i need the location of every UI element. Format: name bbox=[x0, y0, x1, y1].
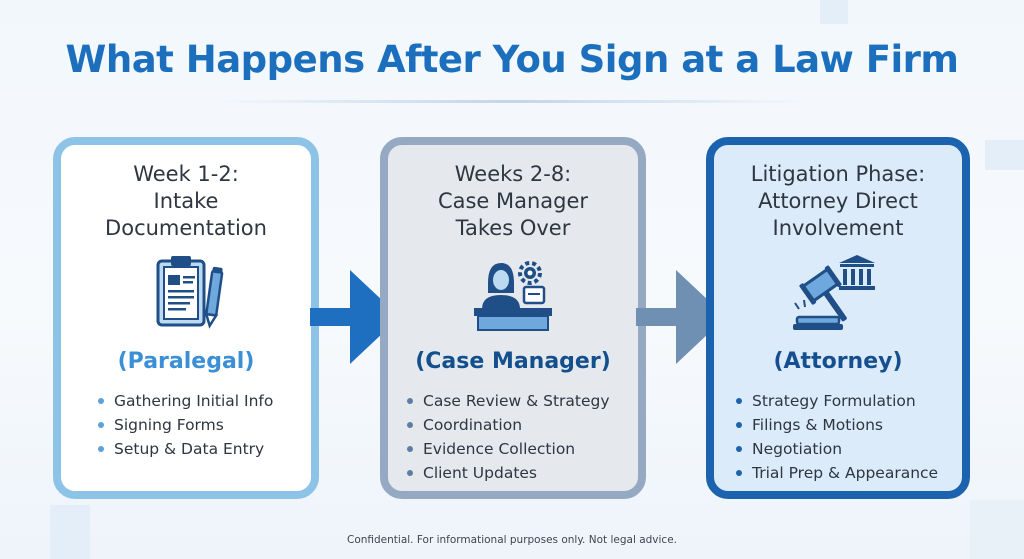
list-item-text: Gathering Initial Info bbox=[114, 392, 274, 410]
list-item-text: Coordination bbox=[423, 416, 523, 434]
case-manager-desk-icon bbox=[388, 249, 638, 337]
stage-title-line: Attorney Direct bbox=[758, 189, 918, 213]
arrow-right-icon bbox=[310, 270, 400, 364]
gavel-courthouse-icon bbox=[714, 249, 962, 337]
list-item: Filings & Motions bbox=[736, 413, 962, 437]
stage-title-line: Case Manager bbox=[437, 189, 589, 213]
stage-card-case-manager: Weeks 2-8: Case Manager Takes Over (Case… bbox=[380, 137, 646, 499]
list-item: Gathering Initial Info bbox=[98, 389, 311, 413]
stage-title-line: Week 1-2: bbox=[133, 162, 239, 186]
list-item: Coordination bbox=[407, 413, 638, 437]
bullet-icon bbox=[407, 446, 413, 452]
clipboard-pen-icon bbox=[61, 249, 311, 337]
bullet-icon bbox=[407, 398, 413, 404]
stage-title-line: Takes Over bbox=[455, 216, 571, 240]
bullet-icon bbox=[736, 398, 742, 404]
stage-title-line: Documentation bbox=[105, 216, 267, 240]
disclaimer-footer: Confidential. For informational purposes… bbox=[346, 534, 678, 546]
list-item-text: Trial Prep & Appearance bbox=[752, 464, 939, 482]
list-item-text: Filings & Motions bbox=[752, 416, 884, 434]
bullet-icon bbox=[407, 422, 413, 428]
bullet-icon bbox=[98, 446, 104, 452]
task-list: Gathering Initial Info Signing Forms Set… bbox=[61, 389, 311, 461]
list-item-text: Strategy Formulation bbox=[752, 392, 916, 410]
background-square bbox=[985, 140, 1024, 170]
bullet-icon bbox=[736, 446, 742, 452]
list-item: Case Review & Strategy bbox=[407, 389, 638, 413]
stage-title: Litigation Phase: Attorney Direct Involv… bbox=[714, 161, 962, 249]
title-divider bbox=[214, 100, 810, 103]
bullet-icon bbox=[407, 470, 413, 476]
stage-title-line: Involvement bbox=[772, 216, 904, 240]
bullet-icon bbox=[98, 398, 104, 404]
list-item-text: Setup & Data Entry bbox=[114, 440, 265, 458]
stage-title-line: Weeks 2-8: bbox=[454, 162, 572, 186]
arrow-right-icon bbox=[636, 270, 726, 364]
stage-card-intake: Week 1-2: Intake Documentation (Paralega… bbox=[53, 137, 319, 499]
role-label: (Paralegal) bbox=[117, 349, 255, 374]
bullet-icon bbox=[98, 422, 104, 428]
list-item-text: Signing Forms bbox=[114, 416, 224, 434]
bullet-icon bbox=[736, 422, 742, 428]
list-item-text: Negotiation bbox=[752, 440, 843, 458]
list-item: Signing Forms bbox=[98, 413, 311, 437]
background-square bbox=[50, 505, 90, 559]
stage-card-litigation: Litigation Phase: Attorney Direct Involv… bbox=[706, 137, 970, 499]
list-item: Strategy Formulation bbox=[736, 389, 962, 413]
role-label: (Case Manager) bbox=[415, 349, 611, 374]
list-item: Negotiation bbox=[736, 437, 962, 461]
stage-title-line: Intake bbox=[153, 189, 219, 213]
background-square bbox=[970, 500, 1024, 559]
stage-title: Week 1-2: Intake Documentation bbox=[61, 161, 311, 249]
page-title: What Happens After You Sign at a Law Fir… bbox=[65, 38, 959, 81]
task-list: Case Review & Strategy Coordination Evid… bbox=[388, 389, 638, 485]
list-item-text: Case Review & Strategy bbox=[423, 392, 610, 410]
task-list: Strategy Formulation Filings & Motions N… bbox=[714, 389, 962, 485]
list-item: Trial Prep & Appearance bbox=[736, 461, 962, 485]
list-item-text: Evidence Collection bbox=[423, 440, 576, 458]
background-square bbox=[820, 0, 848, 24]
list-item: Setup & Data Entry bbox=[98, 437, 311, 461]
bullet-icon bbox=[736, 470, 742, 476]
list-item-text: Client Updates bbox=[423, 464, 538, 482]
stage-title: Weeks 2-8: Case Manager Takes Over bbox=[388, 161, 638, 249]
role-label: (Attorney) bbox=[773, 349, 903, 374]
stage-title-line: Litigation Phase: bbox=[750, 162, 926, 186]
list-item: Evidence Collection bbox=[407, 437, 638, 461]
list-item: Client Updates bbox=[407, 461, 638, 485]
